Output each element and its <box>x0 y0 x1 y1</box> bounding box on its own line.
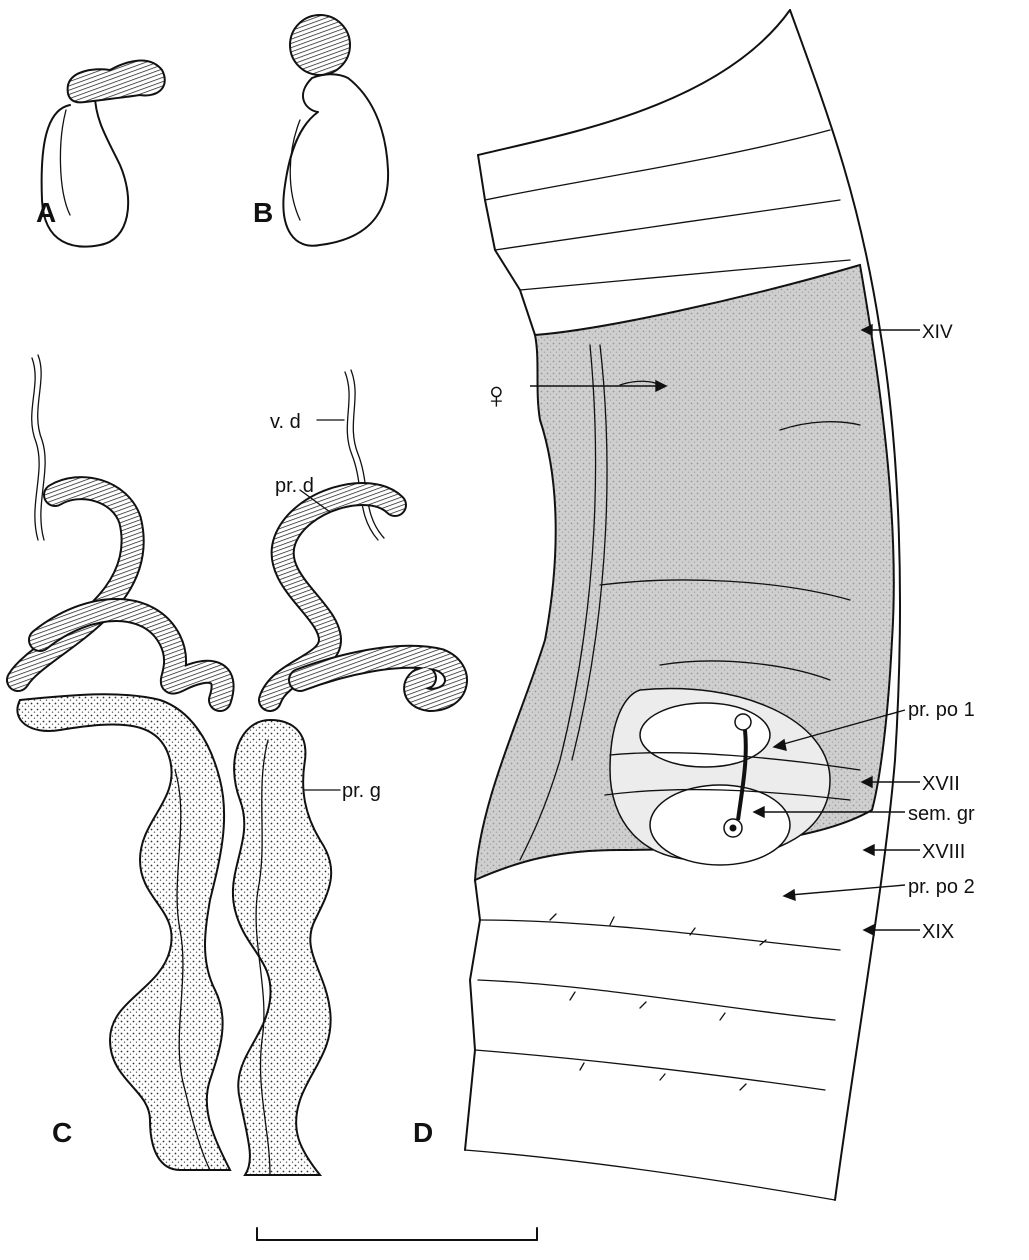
label-pr-po-1: pr. po 1 <box>908 699 975 721</box>
label-sem-gr: sem. gr <box>908 803 975 825</box>
label-xiv: XIV <box>922 322 953 343</box>
label-xviii: XVIII <box>922 841 965 863</box>
figure-prostates: v. d pr. d pr. g C D <box>17 355 456 1175</box>
label-v-d: v. d <box>270 411 301 433</box>
label-xix: XIX <box>922 921 954 943</box>
panel-letter-d: D <box>413 1117 433 1148</box>
figure-b: B <box>253 15 388 246</box>
label-pr-d: pr. d <box>275 475 314 497</box>
figure-a: A <box>36 61 165 247</box>
figure-body-segments: ♀ XIV pr. po 1 XVII sem. gr XVIII pr. po… <box>465 10 975 1200</box>
label-pr-g: pr. g <box>342 780 381 802</box>
female-pore-symbol: ♀ <box>482 375 511 417</box>
panel-letter-c: C <box>52 1117 72 1148</box>
label-xvii: XVII <box>922 773 960 795</box>
panel-letter-a: A <box>36 197 56 228</box>
label-pr-po-2: pr. po 2 <box>908 876 975 898</box>
scale-bar <box>257 1228 537 1240</box>
panel-letter-b: B <box>253 197 273 228</box>
prostatic-pore-1 <box>735 714 751 730</box>
